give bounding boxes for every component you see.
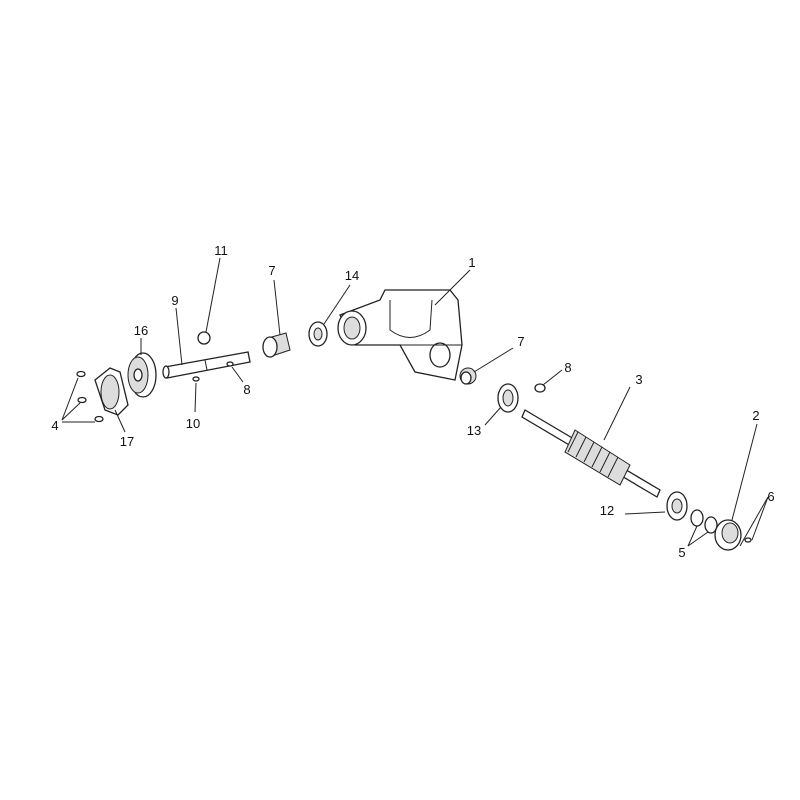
callout-16: 16	[134, 323, 148, 338]
leader-lines	[61, 257, 769, 547]
callout-17: 17	[120, 434, 134, 449]
callout-7-secondary: 7	[517, 334, 524, 349]
callout-5: 5	[678, 545, 685, 560]
part-12-bearing	[666, 491, 688, 521]
part-8-key	[534, 383, 546, 393]
callout-6: 6	[767, 489, 774, 504]
part-5-washers	[690, 509, 718, 534]
callout-13: 13	[467, 423, 481, 438]
part-9-shaft	[162, 351, 251, 382]
callout-3: 3	[635, 372, 642, 387]
callout-10: 10	[186, 416, 200, 431]
callout-14: 14	[345, 268, 359, 283]
part-11-ring	[197, 331, 211, 345]
part-4-screws	[76, 370, 104, 423]
part-7-gear-secondary	[459, 367, 477, 385]
part-14-bearing	[308, 321, 328, 347]
part-3-worm-shaft	[521, 409, 661, 498]
part-6-screws	[744, 537, 752, 543]
callout-7: 7	[268, 263, 275, 278]
callout-2: 2	[752, 408, 759, 423]
callout-labels: 1 2 3 4 5 6 7 7 8 8 9 10 11 12 13 14 16 …	[51, 243, 774, 560]
part-7-gear	[262, 332, 291, 358]
callout-11: 11	[214, 243, 228, 258]
callout-8: 8	[243, 382, 250, 397]
callout-12: 12	[600, 503, 614, 518]
part-13-bearing	[497, 383, 519, 413]
part-16-bearing	[127, 352, 157, 398]
part-17-cover	[94, 367, 129, 416]
callout-9: 9	[171, 293, 178, 308]
callout-8-secondary: 8	[564, 360, 571, 375]
callout-4: 4	[51, 418, 58, 433]
part-1-housing	[337, 289, 463, 381]
callout-1: 1	[468, 255, 475, 270]
part-2-cap	[714, 519, 742, 551]
